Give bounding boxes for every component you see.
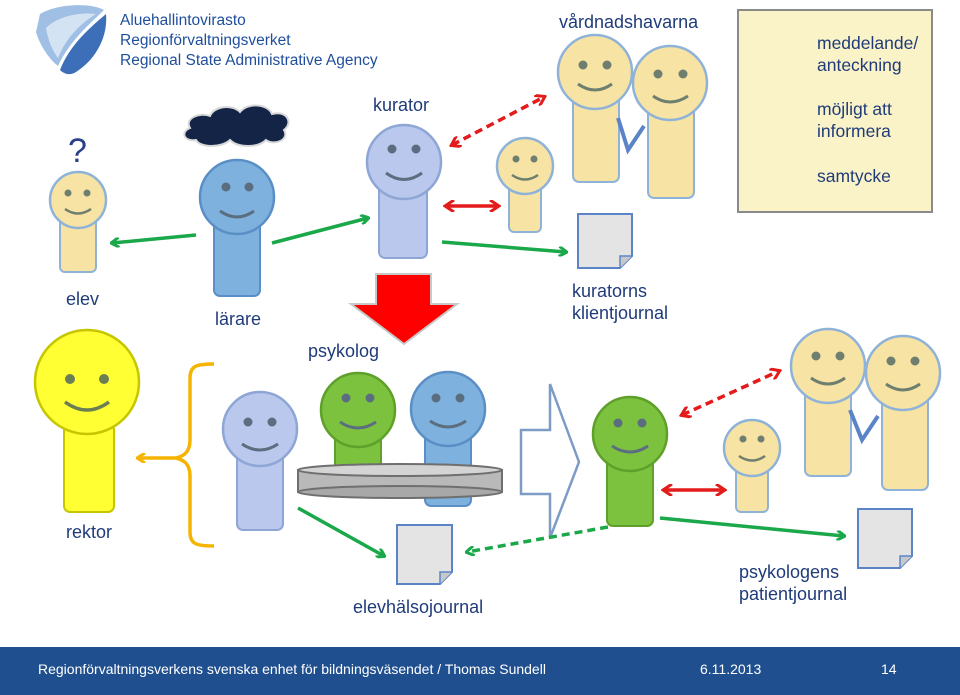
counselor-figure (365, 123, 443, 259)
legend-label-message-line2: anteckning (817, 55, 902, 75)
legend: meddelande/ anteckning möjligt att infor… (737, 9, 933, 213)
holding-hands-bottom (848, 409, 880, 445)
guardian-figure-3 (789, 327, 867, 477)
footer-bar: Regionförvaltningsverkens svenska enhet … (0, 647, 960, 695)
arrow-counselor-guardians-consent (452, 97, 544, 145)
label-kurator: kurator (373, 95, 430, 115)
org-name-english: Regional State Administrative Agency (120, 52, 378, 69)
student-health-record-document-icon (396, 524, 453, 585)
block-down-arrow-red (348, 273, 460, 346)
psychologist-figure (591, 395, 669, 527)
principal-figure (33, 328, 141, 513)
label-klientjournal: klientjournal (572, 303, 669, 323)
label-kuratorns: kuratorns (572, 281, 648, 301)
arrow-teacher-to-student (112, 233, 197, 243)
org-name-swedish: Regionförvaltningsverket (120, 32, 291, 49)
agency-logo (36, 5, 107, 75)
block-right-arrow-outline (519, 383, 581, 539)
legend-label-inform-line1: möjligt att (817, 99, 892, 119)
team-member-lavender-figure (221, 390, 299, 531)
counselor-record-document-icon (577, 213, 633, 269)
guardian-figure-1 (556, 33, 634, 183)
label-rektor: rektor (66, 522, 113, 542)
child-figure-bottom (722, 418, 782, 513)
student-figure (48, 170, 108, 273)
legend-label-message-line1: meddelande/ (817, 33, 919, 53)
arrow-psychologist-to-record (659, 516, 844, 536)
label-larare: lärare (215, 309, 262, 329)
question-mark: ? (68, 132, 87, 170)
org-name-finnish: Aluehallintovirasto (120, 12, 246, 29)
arrow-teacher-to-counselor (271, 218, 368, 245)
guardian-figure-4 (864, 334, 942, 491)
arrow-psychologist-guardians-consent (682, 371, 779, 415)
arrow-team-to-health-record (297, 506, 384, 556)
footer-page-number: 14 (881, 661, 897, 677)
guardian-figure-2 (631, 44, 709, 199)
meeting-table (297, 463, 503, 499)
psychologist-record-document-icon (857, 508, 913, 569)
label-vardnadshavarna: vårdnadshavarna (559, 12, 699, 32)
label-patientjournal: patientjournal (739, 584, 848, 604)
label-psykolog: psykolog (308, 341, 380, 361)
label-elev: elev (66, 289, 100, 309)
arrow-counselor-to-record (441, 240, 566, 252)
label-psykologens: psykologens (739, 562, 840, 582)
label-elevhalsojournal: elevhälsojournal (353, 597, 484, 617)
legend-label-inform-line2: informera (817, 121, 891, 141)
footer-date: 6.11.2013 (700, 661, 762, 677)
team-brace (175, 362, 215, 548)
teacher-figure (198, 158, 276, 297)
storm-cloud (183, 104, 290, 147)
child-figure-top (495, 136, 555, 233)
footer-text: Regionförvaltningsverkens svenska enhet … (38, 661, 546, 677)
legend-label-consent: samtycke (817, 166, 891, 186)
arrow-psychologist-to-health-record-dashed (467, 525, 609, 552)
holding-hands-top (616, 117, 646, 155)
